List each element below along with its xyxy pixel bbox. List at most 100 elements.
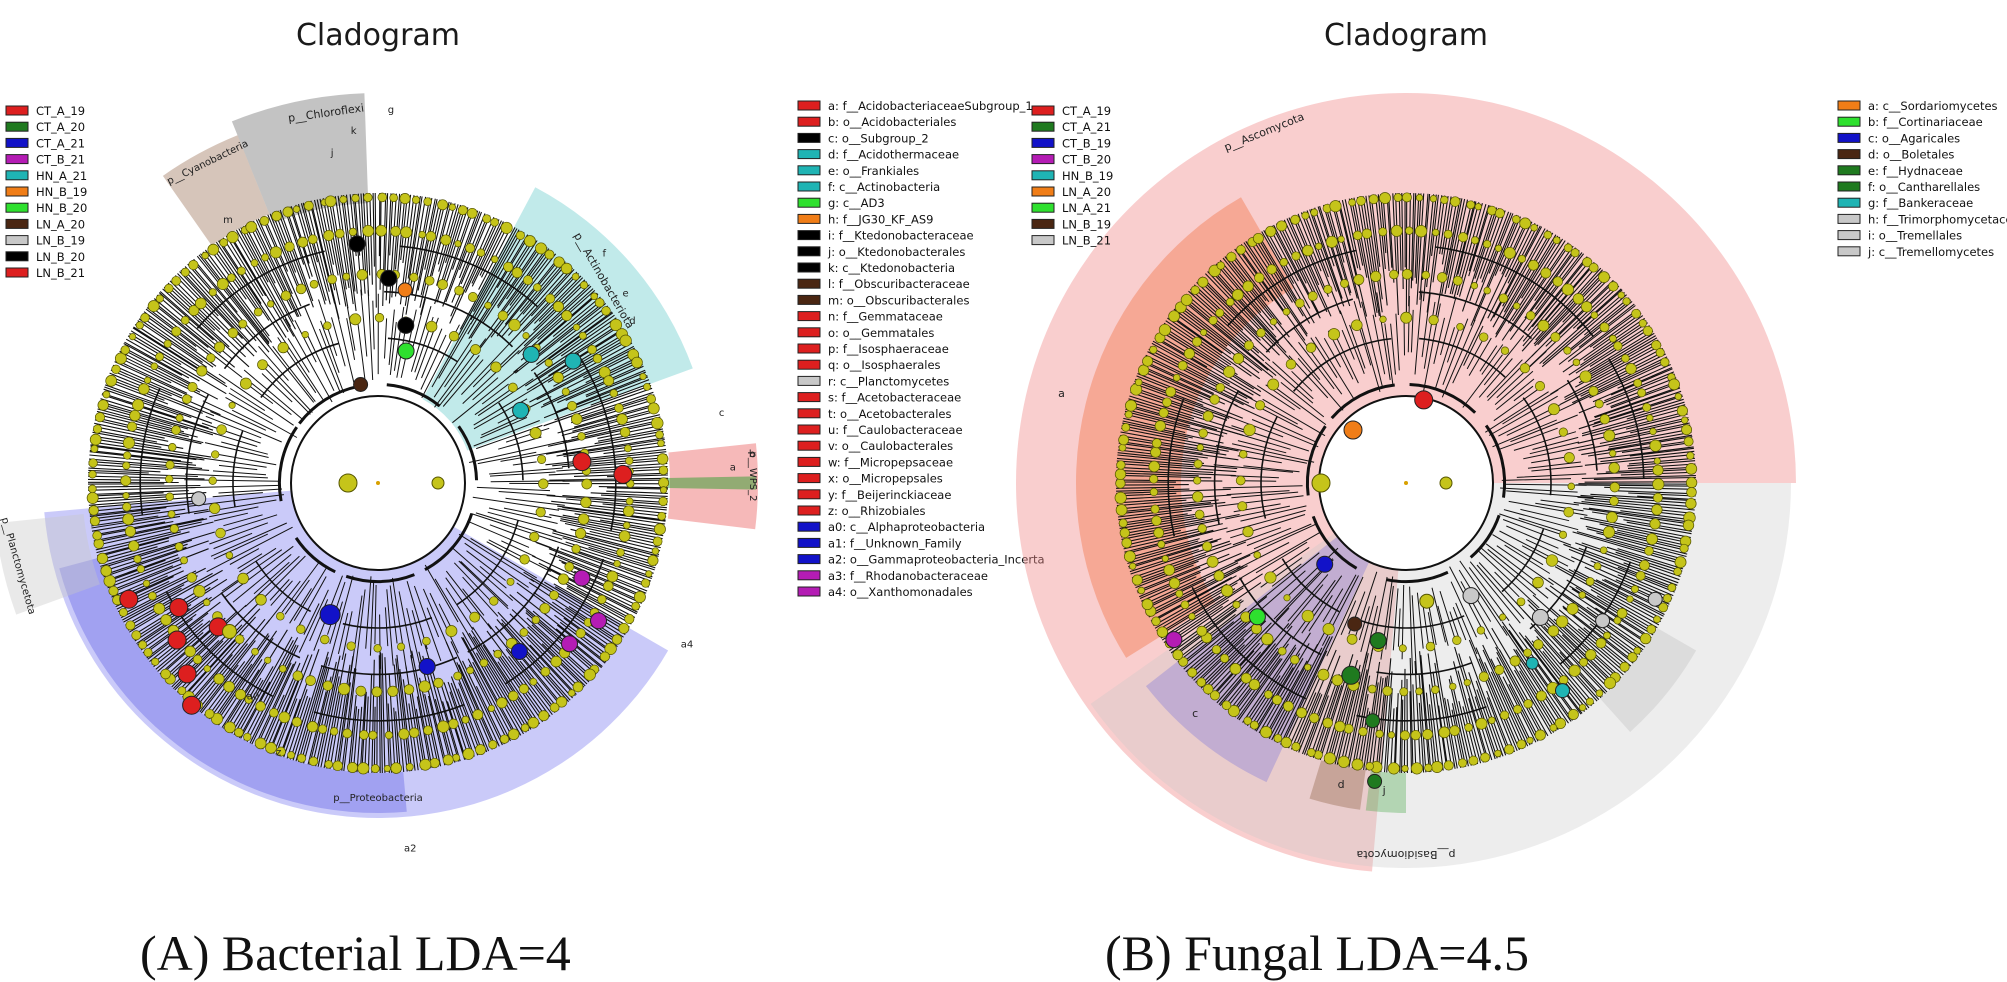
tree-node	[129, 409, 141, 422]
tree-node	[1115, 478, 1126, 489]
tree-node	[216, 424, 227, 435]
tree-node	[1331, 674, 1344, 686]
tree-node	[1609, 496, 1619, 506]
tree-node	[503, 261, 514, 273]
biomarker-node	[561, 635, 578, 653]
tree-node	[1609, 449, 1617, 457]
panel-b-group-swatch	[1031, 202, 1055, 213]
tree-node	[535, 242, 547, 255]
tree-node	[1301, 211, 1310, 220]
biomarker-node	[1316, 555, 1334, 573]
tree-node	[103, 574, 116, 588]
tree-node	[423, 725, 433, 736]
tree-node	[499, 734, 510, 744]
tree-node	[561, 310, 573, 322]
tree-node	[1682, 519, 1695, 531]
tree-node	[564, 561, 575, 572]
tree-node	[88, 484, 97, 494]
tree-node	[1114, 468, 1127, 480]
tree-node	[553, 256, 565, 268]
panel-a-feature-label: s: f__Acetobacteraceae	[828, 391, 961, 405]
clade-label: p__Basidiomycota	[1357, 848, 1456, 861]
panel-a-level-arc	[467, 546, 560, 653]
tree-node	[368, 730, 378, 740]
tree-node	[1295, 298, 1305, 308]
tree-node	[448, 331, 460, 342]
tree-node	[544, 358, 553, 367]
tree-node	[213, 673, 225, 685]
tree-node	[1639, 559, 1650, 571]
tree-node	[147, 300, 160, 313]
clade-band-alphaproteobacteria	[59, 558, 407, 813]
tree-node	[123, 451, 132, 460]
tree-node	[1428, 314, 1439, 326]
tree-node	[1685, 497, 1697, 510]
tree-node	[187, 382, 198, 393]
tree-node	[1197, 276, 1209, 288]
tree-node	[150, 362, 159, 371]
panel-a-caption: (A) Bacterial LDA=4	[140, 925, 571, 981]
panel-a-level-arc	[576, 352, 617, 531]
tree-node	[531, 615, 540, 624]
tree-node	[484, 301, 492, 310]
panel-a-feature-swatch	[797, 456, 821, 467]
tree-node	[168, 443, 177, 452]
panel-a-feature-label: b: o__Acidobacteriales	[828, 115, 956, 129]
panel-a-group-swatch	[5, 251, 29, 262]
tree-node	[538, 710, 550, 722]
tree-node	[1202, 541, 1213, 552]
tree-node	[255, 701, 266, 712]
tree-node	[89, 433, 102, 446]
tree-node	[254, 737, 267, 750]
tree-node	[622, 505, 635, 517]
tree-node	[1673, 567, 1682, 576]
tree-node	[466, 666, 474, 675]
tree-node	[1526, 736, 1534, 744]
tree-node	[1579, 657, 1589, 667]
tree-node	[1231, 289, 1244, 301]
tree-node	[1213, 570, 1225, 582]
tree-node	[1609, 482, 1620, 493]
tree-node	[184, 645, 196, 658]
tree-node	[578, 331, 587, 340]
tree-node	[215, 527, 226, 539]
tree-node	[653, 523, 666, 536]
panel-a-level-arc	[232, 430, 244, 507]
tree-node	[175, 414, 184, 422]
tree-node	[1558, 427, 1568, 437]
tree-node	[1646, 533, 1658, 546]
tree-node	[508, 382, 518, 393]
biomarker-node	[1365, 713, 1381, 729]
tree-node	[1599, 414, 1610, 425]
tree-node	[518, 683, 529, 694]
tree-node	[122, 492, 130, 500]
tree-node	[1414, 225, 1428, 238]
tree-node	[120, 345, 130, 355]
tree-node	[533, 283, 542, 292]
tree-node	[522, 332, 530, 340]
panel-a-group-label: HN_A_21	[36, 169, 87, 183]
tree-node	[257, 359, 268, 371]
tree-node	[1401, 192, 1412, 203]
panel-b-group-swatch	[1031, 121, 1055, 132]
panel-b-group-swatch	[1031, 186, 1055, 197]
panel-b-group-label: LN_B_21	[1062, 234, 1111, 248]
tree-node	[507, 728, 520, 741]
tree-node	[374, 313, 385, 323]
biomarker-node	[167, 630, 187, 650]
tree-node	[1351, 758, 1364, 771]
tree-node	[1517, 254, 1526, 263]
panel-b-feature-swatch	[1837, 181, 1861, 192]
panel-a-feature-label: l: f__Obscuribacteraceae	[828, 277, 970, 291]
panel-a-level-arc	[386, 383, 441, 408]
tree-node	[1681, 416, 1689, 424]
panel-a-feature-label: q: o__Isosphaerales	[828, 358, 941, 372]
panel-a-title: Cladogram	[296, 18, 460, 53]
tree-node	[1626, 595, 1634, 603]
panel-a-level-arc	[498, 402, 524, 481]
tree-node	[1674, 556, 1687, 569]
tree-node	[193, 584, 206, 598]
panel-a-feature-swatch	[797, 375, 821, 386]
tree-node	[1646, 414, 1654, 422]
